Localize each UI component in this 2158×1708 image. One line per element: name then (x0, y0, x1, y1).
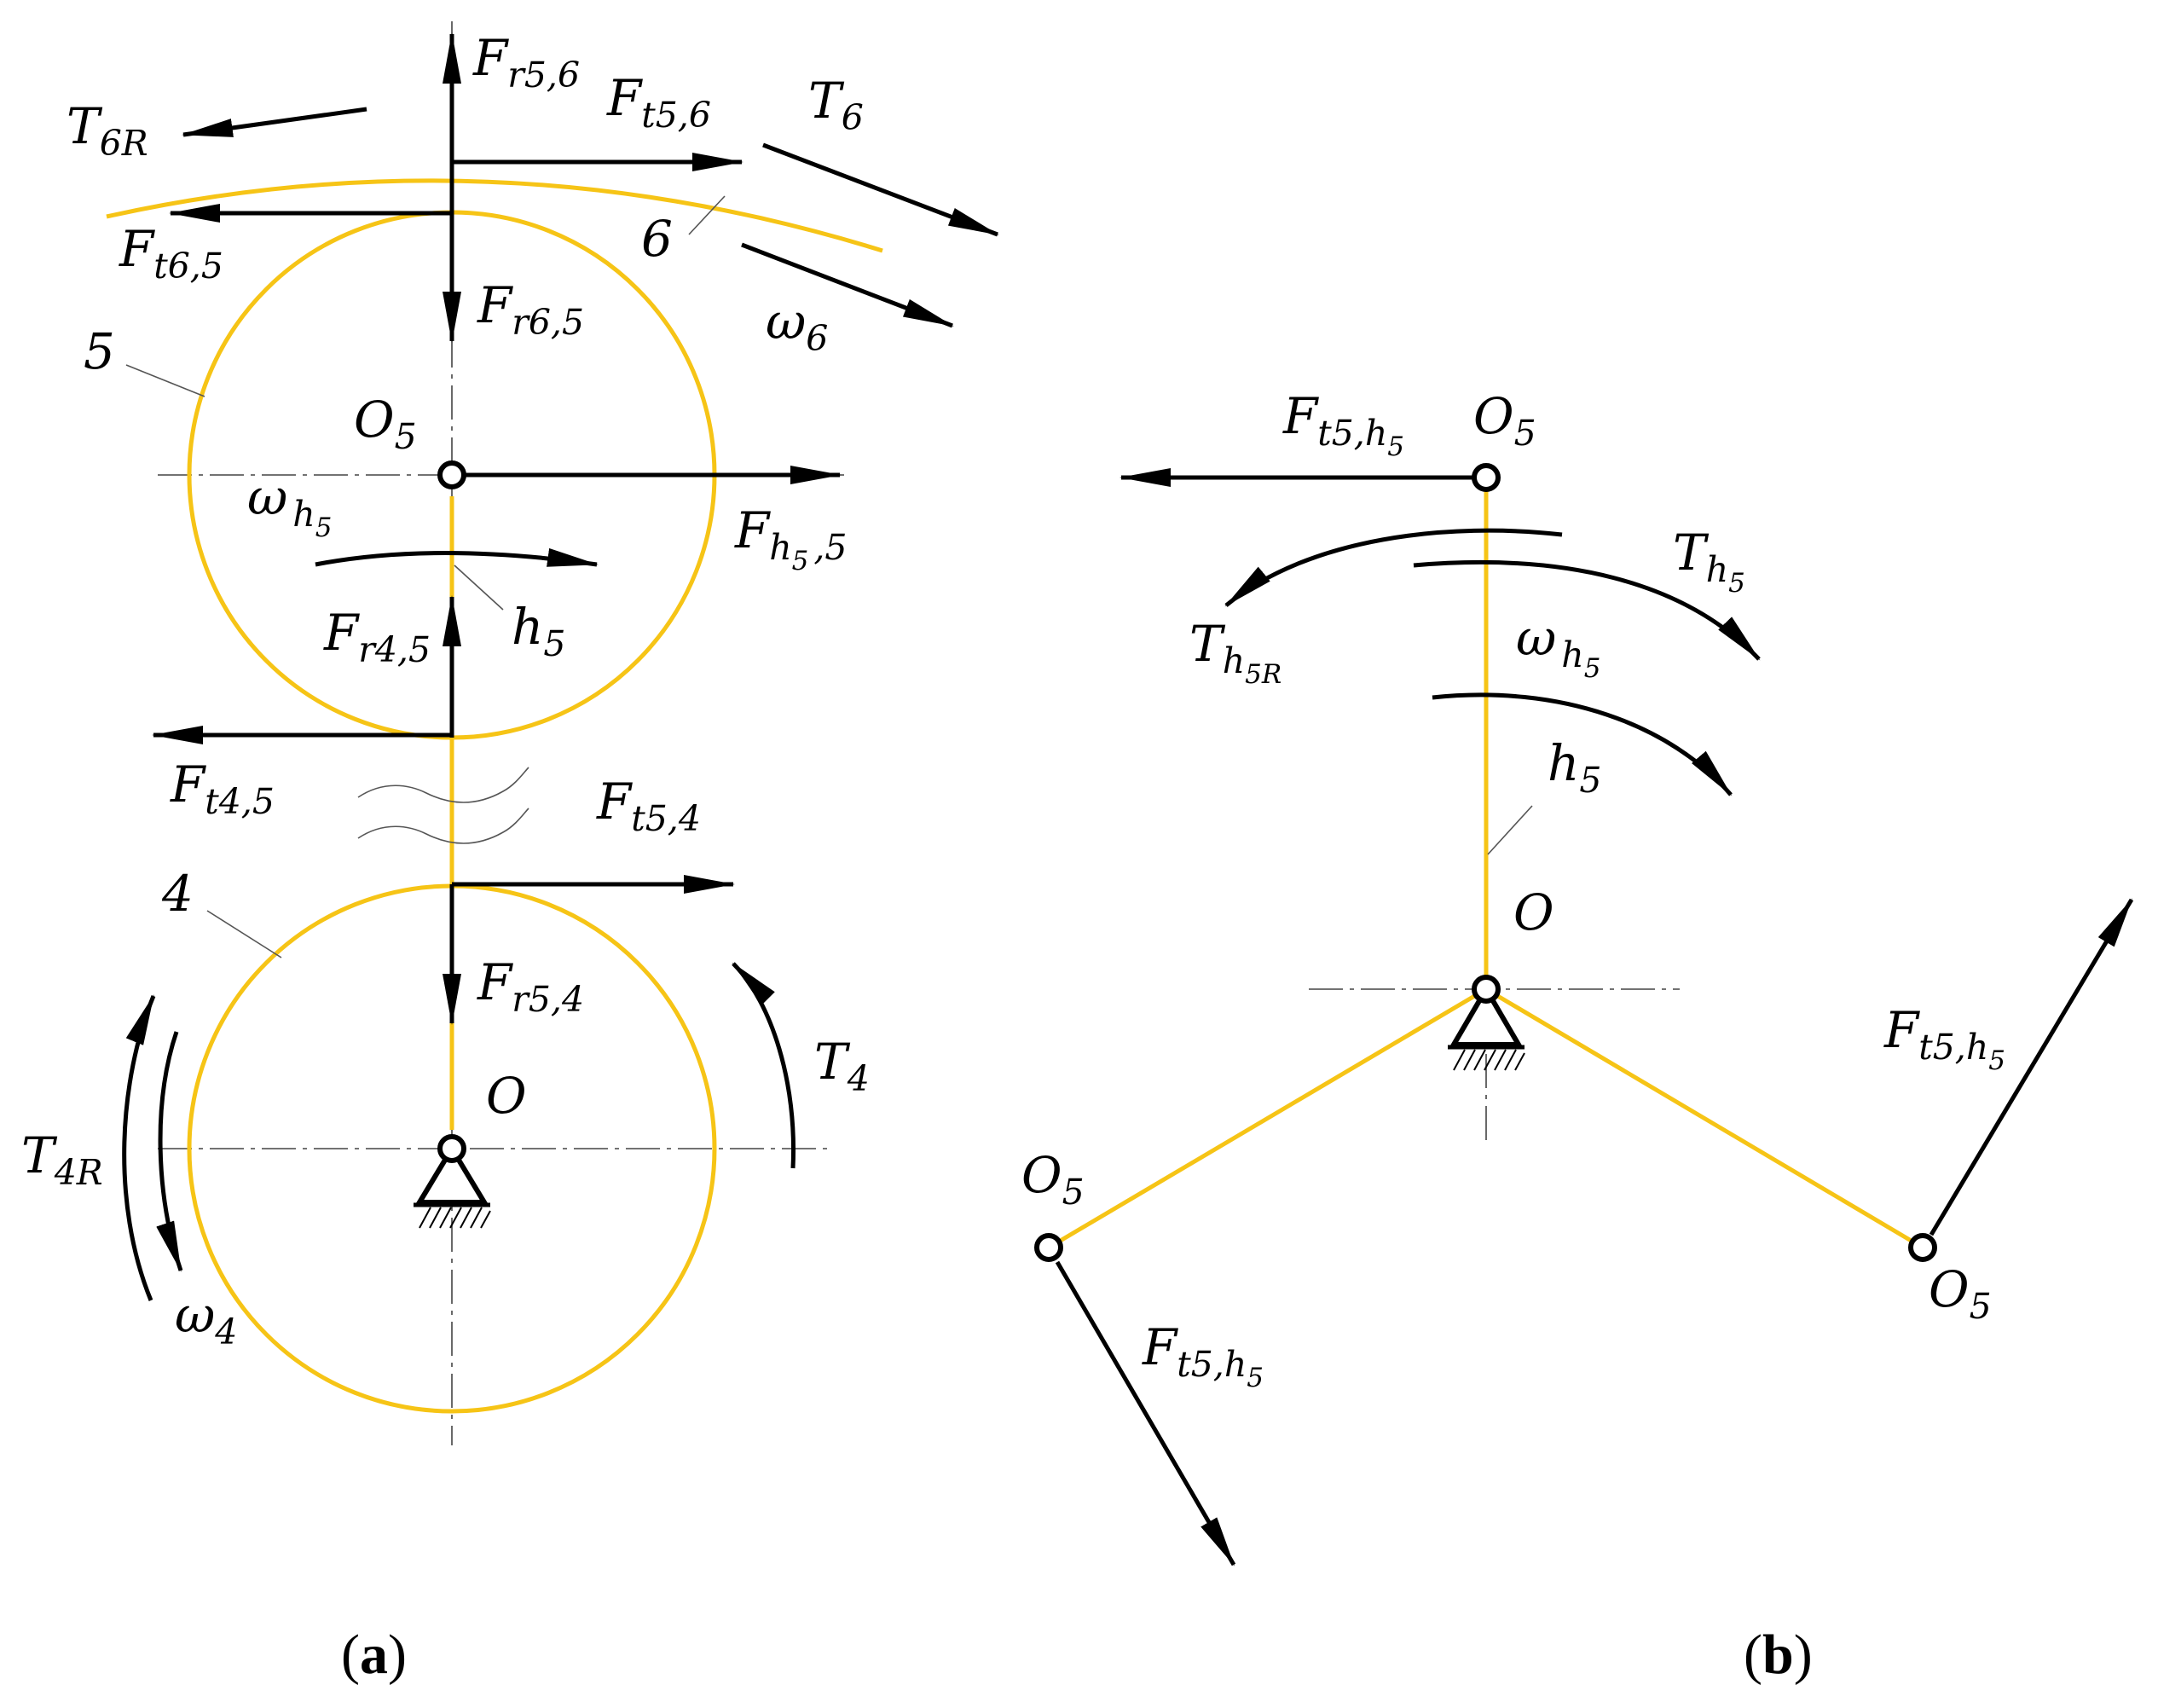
leader-gear-4 (206, 910, 282, 958)
leader-h5-b (1487, 805, 1533, 855)
label-fh55: Fh5,5 (734, 501, 848, 576)
speed-arrow-omega6 (741, 242, 954, 328)
label-o5-left-b: O5 (1021, 1146, 1085, 1213)
label-gear-5: 5 (84, 322, 115, 380)
ground-hatch-b (1453, 1049, 1525, 1071)
force-arrow-ft5h5-left (1055, 1260, 1236, 1566)
caption-b: (b) (1744, 1624, 1813, 1686)
label-ft56: Ft5,6 (606, 69, 711, 136)
leader-h5-a (454, 565, 504, 611)
carrier-arm-left-b (1047, 987, 1488, 1250)
torque-arrow-t4r (122, 994, 156, 1301)
label-ft5h5-left: Ft5,h5 (1142, 1318, 1264, 1393)
label-ft5h5-right: Ft5,h5 (1883, 1001, 2005, 1076)
label-fr65: Fr6,5 (477, 276, 584, 343)
label-o5-top-b: O5 (1473, 387, 1536, 454)
label-t4: T4 (814, 1033, 870, 1099)
label-o-a: O (486, 1067, 527, 1125)
torque-arrow-t6r (182, 107, 367, 137)
label-ft54: Ft5,4 (596, 773, 701, 839)
label-t4r: T4R (21, 1126, 103, 1193)
torque-arrow-t6 (762, 142, 999, 237)
speed-arrow-omega4 (156, 1031, 183, 1272)
torque-arrow-th5 (1413, 560, 1761, 661)
ground-support-o-b (1449, 984, 1524, 1047)
pivot-o5-top-b (1472, 463, 1501, 492)
pivot-o5-left-b (1034, 1233, 1063, 1262)
leader-gear-5 (125, 364, 205, 397)
label-th5: Th5 (1673, 524, 1745, 599)
pivot-o-b (1472, 975, 1501, 1004)
label-o-b: O (1513, 883, 1554, 941)
carrier-arm-right-b (1484, 987, 1924, 1250)
pivot-o5-a (437, 460, 466, 489)
torque-arrow-t4 (732, 962, 796, 1169)
panel-a: T6R Fr5,6 Ft5,6 T6 Ft6,5 6 Fr6,5 ω6 5 O5… (21, 21, 999, 1686)
label-ft5h5-top: Ft5,h5 (1282, 387, 1404, 462)
label-h5-a: h5 (512, 598, 565, 664)
label-gear-4: 4 (161, 865, 194, 923)
label-gear-6: 6 (641, 210, 673, 268)
pivot-o-a (437, 1134, 466, 1163)
speed-arrow-omega-h5-b (1432, 692, 1733, 796)
ground-support-o-a (414, 1143, 489, 1205)
gear-6-arc (106, 178, 883, 253)
label-t6: T6 (808, 72, 864, 138)
label-o5-right-b: O5 (1929, 1260, 1992, 1327)
pivot-o5-right-b (1908, 1233, 1937, 1262)
break-symbol-lower (357, 808, 529, 844)
label-ft65: Ft6,5 (119, 220, 223, 287)
torque-arrow-th5r (1224, 528, 1563, 607)
label-omega4: ω4 (175, 1286, 237, 1352)
label-h5-b: h5 (1548, 734, 1601, 801)
caption-a: (a) (341, 1624, 407, 1686)
leader-gear-6 (688, 195, 726, 235)
label-o5-a: O5 (354, 391, 417, 457)
force-arrow-ft5h5-right (1929, 898, 2134, 1236)
speed-arrow-omega-h5-a (315, 547, 599, 567)
label-t6r: T6R (67, 97, 148, 164)
label-th5r: Th5R (1189, 615, 1281, 690)
label-fr56: Fr5,6 (472, 29, 580, 96)
ground-hatch-a (419, 1207, 491, 1229)
label-fr54: Fr5,4 (477, 953, 584, 1020)
break-symbol-upper (357, 767, 529, 803)
label-fr45: Fr4,5 (323, 604, 431, 670)
label-ft45: Ft4,5 (170, 756, 275, 822)
label-omega6: ω6 (766, 292, 828, 359)
